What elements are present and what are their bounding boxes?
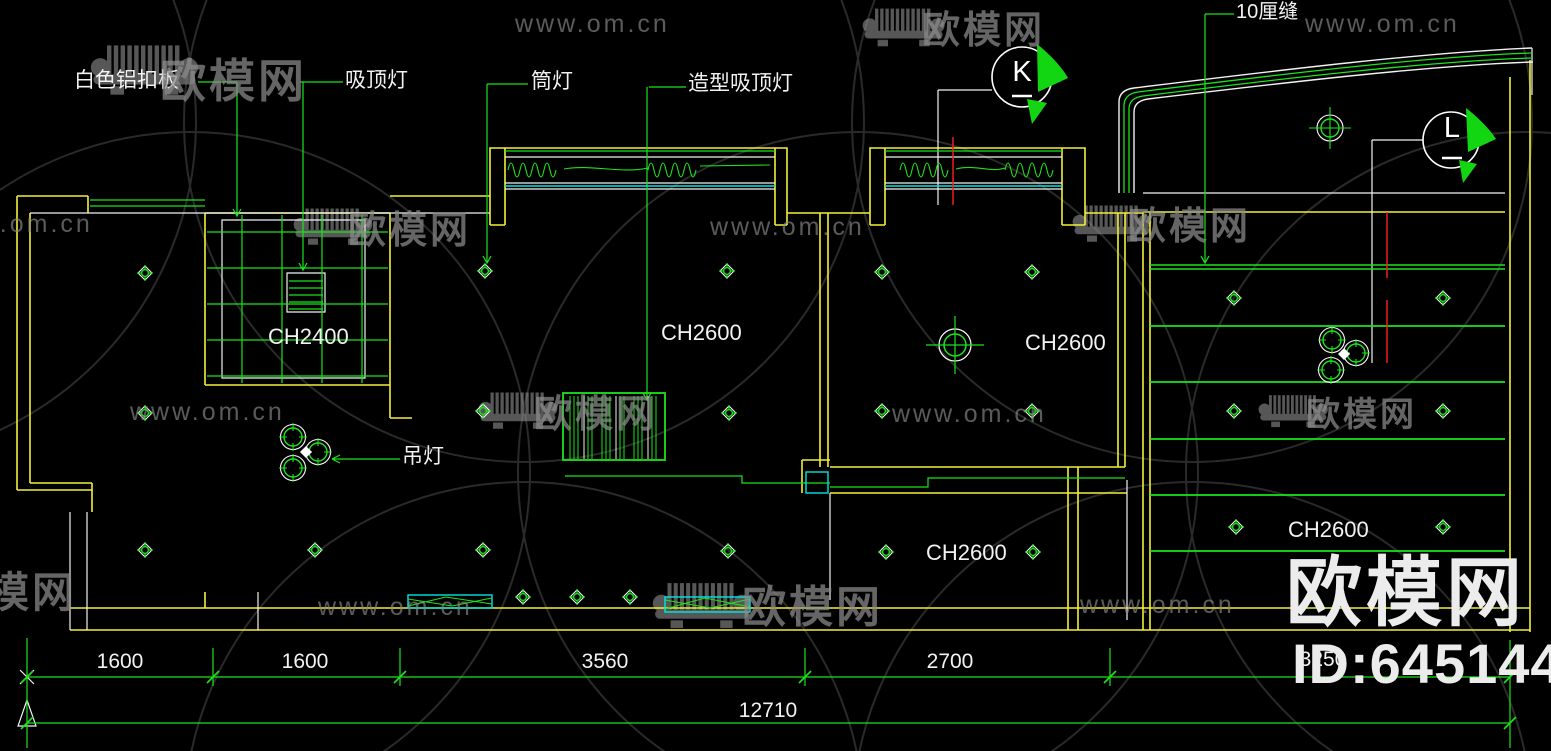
watermark-site: www.om.cn (892, 400, 1047, 428)
watermark-site: www.om.cn (1080, 591, 1235, 619)
callout-seam: 10厘缝 (1236, 1, 1299, 23)
section-marker-k-letter: K (1012, 56, 1032, 88)
callout-shaped-ceiling-lamp: 造型吸顶灯 (688, 72, 793, 95)
callout-aluminum-panel: 白色铝扣板 (74, 69, 179, 92)
ceiling-height-bedroom: CH2600 (1025, 330, 1106, 355)
watermark-site: www.om.cn (130, 398, 285, 426)
watermark-listing-id: ID:645144 (1292, 632, 1551, 695)
dimension-total: 12710 (738, 699, 798, 722)
shaped-feature-white-stripes (583, 396, 649, 459)
watermark-site: www.om.cn (318, 593, 473, 621)
section-marker-k (991, 44, 1068, 124)
ceiling-lamp-symbol (926, 316, 984, 374)
watermark-site: www.om.cn (1305, 10, 1460, 38)
downlights (136, 262, 1452, 606)
watermark-brand: 欧模网 (160, 55, 307, 107)
dimension-value: 3560 (581, 650, 629, 673)
watermark-brand: 欧模网 (0, 569, 78, 616)
chandelier-symbol (278, 325, 1371, 483)
callout-ceiling-lamp: 吸顶灯 (345, 69, 408, 92)
ceiling-green (90, 13, 1505, 610)
watermark-site: www.om.cn (710, 213, 865, 241)
dimension-lines (20, 638, 1517, 748)
watermark-brand: 欧模网 (1306, 396, 1417, 434)
ceiling-height-living: CH2600 (661, 320, 742, 345)
watermark-brand: 欧模网 (348, 210, 472, 252)
walls-yellow (16, 60, 1531, 632)
dimension-value: 1600 (96, 650, 144, 673)
ceiling-height-hallway: CH2600 (926, 540, 1007, 565)
watermark-brand: 欧模网 (1128, 206, 1252, 248)
sofa-watermark-icon (652, 583, 751, 629)
dimension-value: 2700 (926, 650, 974, 673)
callout-chandelier: 吊灯 (402, 445, 444, 468)
watermark-brand: 欧模网 (922, 10, 1046, 52)
watermark-site: www.om.cn (0, 210, 93, 238)
dimension-value: 1600 (281, 650, 329, 673)
accents-cyan (407, 185, 1062, 613)
section-marker-l (1422, 108, 1496, 183)
watermark-site: www.om.cn (515, 10, 670, 38)
watermark-brand: 欧模网 (534, 394, 658, 436)
callout-downlight: 筒灯 (531, 70, 573, 93)
watermark-brand: 欧模网 (742, 583, 883, 632)
ceiling-height-grid-room: CH2400 (268, 324, 349, 349)
ceiling-lamp-symbol (1309, 107, 1351, 149)
watermark-brand-large: 欧模网 (1286, 551, 1526, 636)
section-cut-red (952, 137, 1388, 363)
section-marker-l-letter: L (1443, 112, 1461, 144)
ceiling-height-right-room: CH2600 (1288, 517, 1369, 542)
curved-wall-green (1123, 52, 1533, 193)
dimension-value: 3250 (1299, 648, 1347, 671)
